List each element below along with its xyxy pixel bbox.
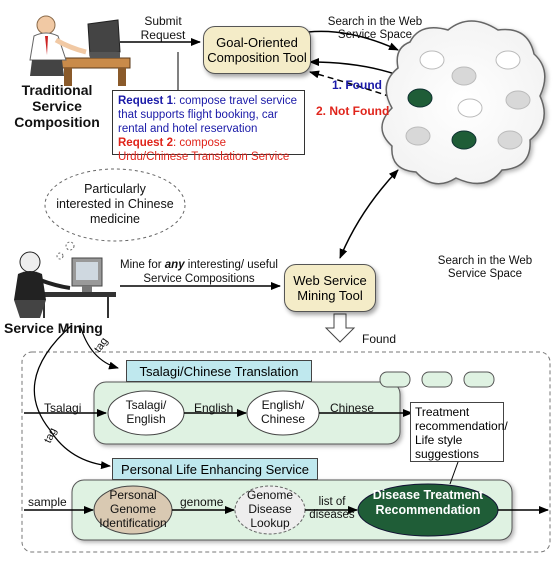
search-arrow: [307, 30, 399, 51]
translation-input-label: Tsalagi: [44, 401, 82, 415]
life-mid2-label: list of diseases: [309, 496, 355, 521]
not-found-label: 2. Not Found: [316, 104, 390, 118]
submit-label: Submit Request: [140, 14, 186, 42]
service-mining-label: Service Mining: [4, 320, 103, 336]
request-1-prefix: Request 1: [118, 95, 173, 107]
traditional-actor-label: Traditional Service Composition: [14, 82, 100, 130]
mining-search-arrow: [339, 169, 399, 259]
request-2-text: : compose Urdu/Chinese Translation Servi…: [118, 137, 290, 163]
life-mid-label: genome: [180, 495, 224, 509]
person-at-desk-icon: [14, 251, 116, 318]
search-label-middle: Search in the Web Service Space: [437, 255, 533, 280]
thought-bubble: [44, 168, 186, 242]
mine-label: Mine for any interesting/ useful Service…: [118, 258, 280, 286]
found-arrow: [309, 58, 399, 76]
life-node-3-label: Disease Treatment Recommendation: [372, 488, 484, 517]
request-1-text: : compose travel service that supports f…: [118, 95, 297, 135]
not-found-arrow: [309, 70, 401, 101]
search-label-top: Search in the Web Service Space: [327, 16, 423, 41]
requests-box: Request 1: compose travel service that s…: [112, 90, 305, 163]
mining-tool-box: Web Service Mining Tool: [284, 264, 376, 312]
service-cloud-icon: [381, 20, 546, 185]
translation-output-label: Chinese: [330, 401, 375, 415]
life-input-label: sample: [28, 495, 67, 509]
note-connector: [449, 461, 459, 485]
treatment-note: Treatment recommendation/ Life style sug…: [410, 402, 508, 462]
thought-text: Particularly interested in Chinese medic…: [56, 182, 174, 226]
mine-label-em: any: [164, 259, 185, 271]
found-hollow-arrow: [324, 313, 356, 343]
life-title: Personal Life Enhancing Service: [112, 458, 318, 480]
translation-mid-label: English: [194, 401, 234, 415]
translation-node-1-label: Tsalagi/ English: [125, 398, 167, 426]
results-container: [21, 351, 551, 553]
life-node-2-label: Genome Disease Lookup: [246, 488, 294, 530]
person-at-computer-icon: [29, 15, 131, 86]
translation-title: Tsalagi/Chinese Translation: [126, 360, 312, 382]
found-label-middle: Found: [362, 332, 397, 346]
tag-arrow-1: [79, 324, 119, 370]
mine-label-pre: Mine for: [120, 259, 165, 271]
translation-node-2-label: English/ Chinese: [260, 398, 306, 426]
tag-arrow-2: [33, 324, 111, 470]
life-node-1-label: Personal Genome Identification: [99, 488, 167, 530]
request-2-prefix: Request 2: [118, 137, 173, 149]
composition-tool-box: Goal-Oriented Composition Tool: [203, 26, 311, 74]
mine-label-post: interesting/ useful Service Compositions: [143, 259, 278, 285]
found-label: 1. Found: [332, 78, 382, 92]
